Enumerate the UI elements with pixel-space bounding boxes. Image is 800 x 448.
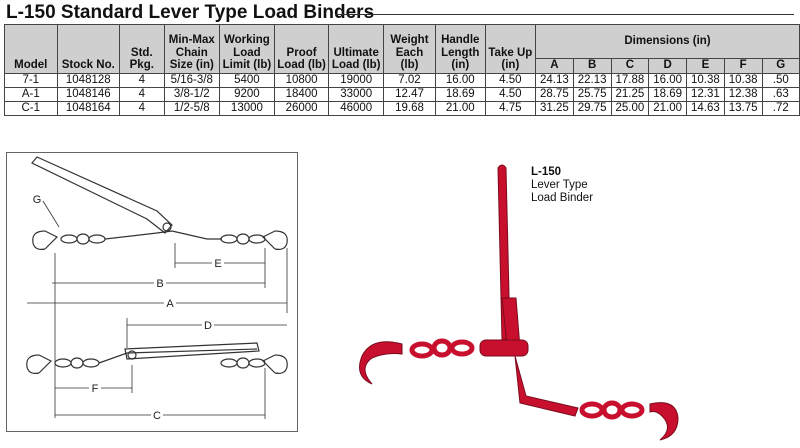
table-cell: .50 xyxy=(761,72,800,88)
table-cell: 5400 xyxy=(218,72,275,88)
table-cell: C-1 xyxy=(4,100,58,116)
table-cell: 7.02 xyxy=(383,72,436,88)
col-header: Working Load Limit (lb) xyxy=(218,24,275,74)
col-header: Std. Pkg. xyxy=(119,24,165,74)
table-cell: 19000 xyxy=(328,72,385,88)
table-cell: 12.31 xyxy=(686,86,725,102)
dim-label-a: A xyxy=(166,298,174,310)
table-cell: 18400 xyxy=(273,86,330,102)
table-cell: 5/16-3/8 xyxy=(163,72,220,88)
table-cell: 17.88 xyxy=(610,72,650,88)
dim-col-header: D xyxy=(648,58,688,74)
table-cell: 21.00 xyxy=(434,100,486,116)
dim-label-g: G xyxy=(33,194,42,206)
caption-title: L-150 xyxy=(531,166,562,178)
dim-col-header: F xyxy=(723,58,763,74)
table-cell: 12.47 xyxy=(383,86,436,102)
photo-caption: L-150 Lever Type Load Binder xyxy=(531,166,593,205)
table-cell: 13000 xyxy=(218,100,275,116)
table-cell: 25.75 xyxy=(572,86,612,102)
table-cell: A-1 xyxy=(4,86,58,102)
table-cell: 18.69 xyxy=(648,86,688,102)
table-cell: .72 xyxy=(761,100,800,116)
table-cell: 16.00 xyxy=(648,72,688,88)
col-header: Proof Load (lb) xyxy=(273,24,330,74)
table-cell: 9200 xyxy=(218,86,275,102)
col-header: Weight Each (lb) xyxy=(383,24,436,74)
table-cell: 19.68 xyxy=(383,100,436,116)
table-cell: 1/2-5/8 xyxy=(163,100,220,116)
table-cell: 18.69 xyxy=(434,86,486,102)
title-rule xyxy=(335,14,794,15)
dimensions-header: Dimensions (in) xyxy=(535,24,800,59)
table-cell: 4.50 xyxy=(484,86,537,102)
table-cell: 10.38 xyxy=(686,72,725,88)
dim-col-header: A xyxy=(535,58,574,74)
col-header: Stock No. xyxy=(56,24,121,74)
table-cell: 46000 xyxy=(328,100,385,116)
table-cell: 25.00 xyxy=(610,100,650,116)
table-cell: 1048128 xyxy=(56,72,121,88)
dim-col-header: G xyxy=(761,58,800,74)
dim-label-f: F xyxy=(92,383,99,395)
table-cell: .63 xyxy=(761,86,800,102)
table-cell: 26000 xyxy=(273,100,330,116)
dim-label-e: E xyxy=(214,258,221,270)
table-cell: 22.13 xyxy=(572,72,612,88)
table-cell: 4 xyxy=(119,100,165,116)
table-cell: 4 xyxy=(119,72,165,88)
dim-col-header: B xyxy=(572,58,612,74)
col-header: Min-Max Chain Size (in) xyxy=(163,24,220,74)
table-cell: 10800 xyxy=(273,72,330,88)
dim-col-header: E xyxy=(686,58,725,74)
col-header: Take Up (in) xyxy=(484,24,537,74)
table-cell: 1048146 xyxy=(56,86,121,102)
dim-col-header: C xyxy=(610,58,650,74)
caption-line: Lever Type xyxy=(531,179,588,191)
table-cell: 4.75 xyxy=(484,100,537,116)
col-header: Model xyxy=(4,24,58,74)
table-cell: 21.00 xyxy=(648,100,688,116)
table-cell: 4 xyxy=(119,86,165,102)
table-cell: 3/8-1/2 xyxy=(163,86,220,102)
table-cell: 28.75 xyxy=(535,86,574,102)
table-cell: 31.25 xyxy=(535,100,574,116)
table-cell: 7-1 xyxy=(4,72,58,88)
table-cell: 24.13 xyxy=(535,72,574,88)
page-title: L-150 Standard Lever Type Load Binders xyxy=(6,2,375,23)
table-cell: 4.50 xyxy=(484,72,537,88)
dimension-diagram: G E B A D F C xyxy=(6,152,298,432)
table-cell: 33000 xyxy=(328,86,385,102)
dim-label-d: D xyxy=(204,320,212,332)
binder-open-drawing xyxy=(31,156,288,250)
table-cell: 12.38 xyxy=(723,86,763,102)
table-cell: 1048164 xyxy=(56,100,121,116)
table-cell: 21.25 xyxy=(610,86,650,102)
col-header: Handle Length (in) xyxy=(434,24,486,74)
dim-label-b: B xyxy=(156,278,163,290)
table-cell: 13.75 xyxy=(723,100,763,116)
table-cell: 29.75 xyxy=(572,100,612,116)
product-photo xyxy=(330,148,690,448)
table-cell: 10.38 xyxy=(723,72,763,88)
table-cell: 16.00 xyxy=(434,72,486,88)
binder-closed-drawing xyxy=(26,342,288,374)
dim-label-c: C xyxy=(153,410,161,422)
caption-line: Load Binder xyxy=(531,192,594,204)
table-cell: 14.63 xyxy=(686,100,725,116)
col-header: Ultimate Load (lb) xyxy=(328,24,385,74)
specs-table: Model Stock No. Std. Pkg. Min-Max Chain … xyxy=(4,24,800,116)
